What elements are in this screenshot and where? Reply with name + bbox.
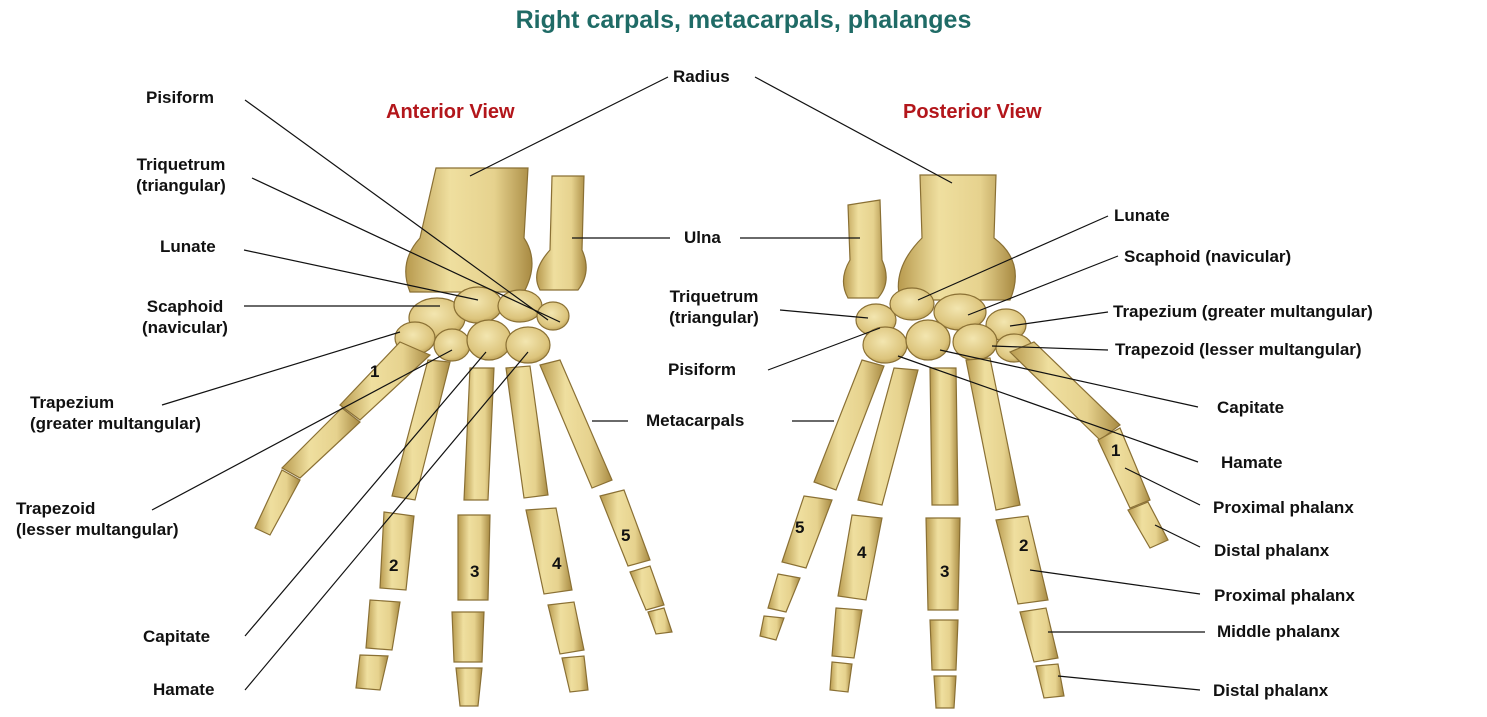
posterior-label-proximal-phalanx-finger: Proximal phalanx <box>1214 585 1355 606</box>
anterior-finger-bones <box>540 360 612 488</box>
anterior-carpal <box>498 290 542 322</box>
anterior-digit-1: 1 <box>370 362 379 382</box>
anterior-digit-4: 4 <box>552 554 561 574</box>
posterior-label-trapezium: Trapezium (greater multangular) <box>1113 301 1373 322</box>
anterior-label-triquetrum: Triquetrum (triangular) <box>110 154 252 196</box>
posterior-label-distal-phalanx-finger: Distal phalanx <box>1213 680 1328 701</box>
posterior-label-trapezoid: Trapezoid (lesser multangular) <box>1115 339 1362 360</box>
label-line: Trapezium <box>30 392 201 413</box>
anterior-label-trapezium: Trapezium (greater multangular) <box>30 392 201 434</box>
anterior-finger-bones <box>630 566 664 610</box>
posterior-finger-bones <box>1036 664 1064 698</box>
anterior-thumb-bones <box>255 470 300 535</box>
anterior-finger-bones <box>366 600 400 650</box>
anterior-finger-bones <box>456 668 482 706</box>
label-line: (lesser multangular) <box>16 519 179 540</box>
label-line: (greater multangular) <box>30 413 201 434</box>
posterior-label-scaphoid: Scaphoid (navicular) <box>1124 246 1291 267</box>
anterior-label-hamate: Hamate <box>153 679 214 700</box>
posterior-label-proximal-phalanx-thumb: Proximal phalanx <box>1213 497 1354 518</box>
anterior-finger-bones <box>458 515 490 600</box>
anterior-label-scaphoid: Scaphoid (navicular) <box>126 296 244 338</box>
posterior-thumb-bones <box>1098 428 1150 508</box>
anterior-digit-2: 2 <box>389 556 398 576</box>
posterior-finger-bones <box>966 358 1020 510</box>
posterior-finger-bones <box>930 368 958 505</box>
posterior-ulna-bone <box>843 200 886 298</box>
anterior-finger-bones <box>464 368 494 500</box>
posterior-finger-bones <box>832 608 862 658</box>
anterior-view-heading: Anterior View <box>386 101 515 124</box>
label-line: (navicular) <box>126 317 244 338</box>
label-line: Scaphoid <box>126 296 244 317</box>
posterior-view-heading: Posterior View <box>903 101 1042 124</box>
anterior-carpal <box>467 320 511 360</box>
posterior-label-hamate: Hamate <box>1221 452 1282 473</box>
label-line: (triangular) <box>110 175 252 196</box>
anterior-label-pisiform: Pisiform <box>146 87 214 108</box>
posterior-finger-bones <box>830 662 852 692</box>
posterior-digit-5: 5 <box>795 518 804 538</box>
anterior-digit-3: 3 <box>470 562 479 582</box>
posterior-finger-bones <box>996 516 1048 604</box>
posterior-thumb-bones <box>1128 502 1168 548</box>
label-line: Triquetrum <box>646 286 782 307</box>
anterior-finger-bones <box>506 366 548 498</box>
posterior-carpal <box>890 288 934 320</box>
posterior-finger-bones <box>934 676 956 708</box>
posterior-digit-3: 3 <box>940 562 949 582</box>
anterior-finger-bones <box>356 655 388 690</box>
posterior-finger-bones <box>1020 608 1058 662</box>
label-metacarpals: Metacarpals <box>646 410 744 431</box>
label-ulna: Ulna <box>684 227 721 248</box>
anterior-carpal <box>506 327 550 363</box>
posterior-label-lunate: Lunate <box>1114 205 1170 226</box>
posterior-finger-bones <box>782 496 832 568</box>
posterior-finger-bones <box>930 620 958 670</box>
posterior-label-middle-phalanx: Middle phalanx <box>1217 621 1340 642</box>
anterior-finger-bones <box>452 612 484 662</box>
label-line: Triquetrum <box>110 154 252 175</box>
anterior-finger-bones <box>526 508 572 594</box>
anterior-finger-bones <box>380 512 414 590</box>
anterior-carpal <box>454 287 502 323</box>
leader-line <box>780 310 868 318</box>
anterior-label-lunate: Lunate <box>160 236 216 257</box>
posterior-carpal <box>906 320 950 360</box>
label-line: Trapezoid <box>16 498 179 519</box>
leader-line <box>755 77 952 183</box>
posterior-digit-4: 4 <box>857 543 866 563</box>
anterior-label-capitate: Capitate <box>143 626 210 647</box>
anterior-thumb-bones <box>282 408 360 478</box>
page-title: Right carpals, metacarpals, phalanges <box>0 6 1487 35</box>
anterior-digit-5: 5 <box>621 526 630 546</box>
label-line: (triangular) <box>646 307 782 328</box>
anterior-finger-bones <box>548 602 584 654</box>
posterior-label-distal-phalanx-thumb: Distal phalanx <box>1214 540 1329 561</box>
leader-line <box>470 77 668 176</box>
leader-line <box>1030 570 1200 594</box>
posterior-digit-2: 2 <box>1019 536 1028 556</box>
anterior-hand <box>255 168 672 706</box>
anterior-ulna-bone <box>537 176 587 290</box>
leader-line <box>1058 676 1200 690</box>
posterior-finger-bones <box>760 616 784 640</box>
anterior-finger-bones <box>648 608 672 634</box>
posterior-label-triquetrum: Triquetrum (triangular) <box>646 286 782 328</box>
posterior-label-pisiform: Pisiform <box>668 359 736 380</box>
posterior-thumb-bones <box>1010 342 1120 440</box>
label-radius: Radius <box>673 66 730 87</box>
posterior-label-capitate: Capitate <box>1217 397 1284 418</box>
posterior-hand <box>760 175 1168 708</box>
posterior-digit-1: 1 <box>1111 441 1120 461</box>
posterior-radius-bone <box>898 175 1015 300</box>
posterior-finger-bones <box>768 574 800 612</box>
anterior-label-trapezoid: Trapezoid (lesser multangular) <box>16 498 179 540</box>
anterior-finger-bones <box>562 656 588 692</box>
